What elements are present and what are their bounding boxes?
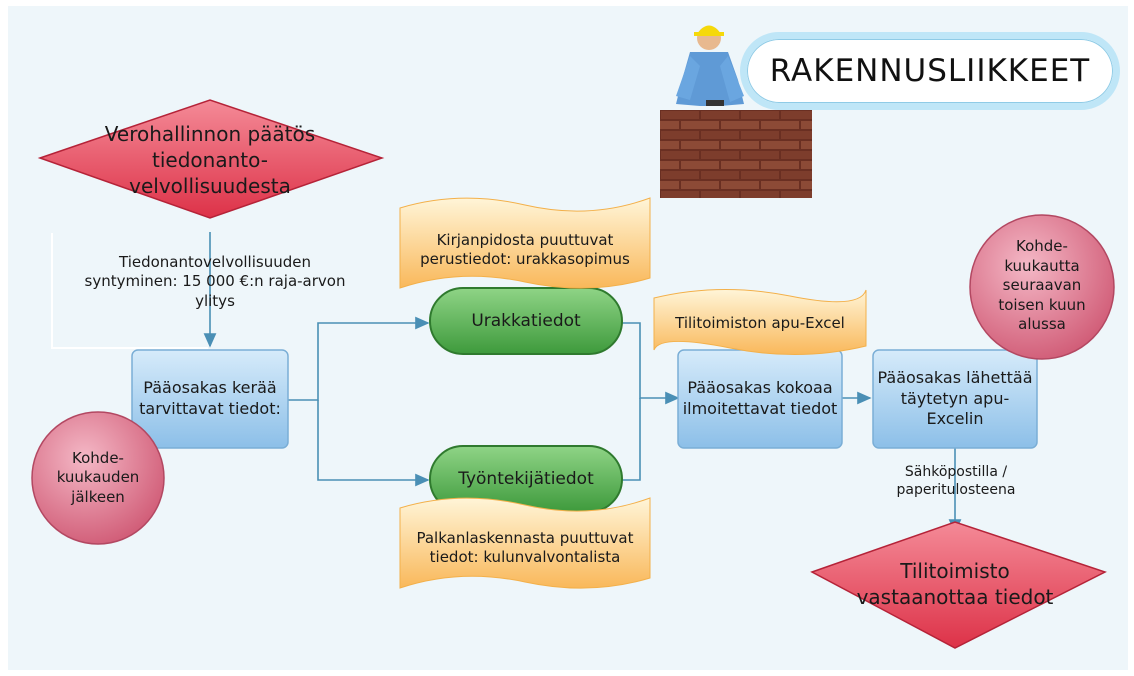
palkka-banner [399, 497, 651, 589]
kirjanpito-note: Kirjanpidosta puuttuvat perustiedot: ura… [420, 230, 630, 269]
threshold-label: Tiedonantovelvollisuuden syntyminen: 15 … [84, 252, 346, 310]
receive-diamond [810, 521, 1107, 649]
palkka-note: Palkanlaskennasta puuttuvat tiedot: kulu… [416, 528, 634, 567]
receive-label: Tilitoimisto vastaanottaa tiedot [856, 559, 1054, 609]
connector-tyontekija-compile [622, 398, 641, 481]
send-box [872, 349, 1038, 449]
collect-box [131, 349, 289, 449]
excel-note: Tilitoimiston apu-Excel [675, 314, 845, 333]
connector-collect-urakka [288, 316, 430, 401]
brick-wall-icon [660, 110, 812, 198]
tyontekija-label: Työntekijätiedot [458, 468, 594, 489]
connector-collect-tyontekija [317, 400, 430, 487]
after-month-label: Kohde- kuukauden jälkeen [56, 448, 140, 506]
construction-worker-icon [660, 25, 812, 198]
connector-urakka-compile [622, 322, 680, 405]
after-month-circle [31, 411, 165, 545]
excel-banner [653, 289, 867, 355]
send-method-label: Sähköpostilla / paperitulosteena [896, 463, 1016, 498]
vero-decision-label: Verohallinnon päätös tiedonanto- velvoll… [104, 122, 316, 198]
vero-decision-diamond [37, 99, 385, 219]
kirjanpito-banner [399, 197, 651, 289]
send-month-label: Kohde- kuukautta seuraavan toisen kuun a… [998, 237, 1086, 334]
send-month-circle [969, 214, 1115, 360]
connectors [203, 232, 962, 534]
send-label: Pääosakas lähettää täytetyn apu- Excelin [877, 367, 1033, 429]
page-title: RAKENNUSLIIKKEET [740, 32, 1120, 110]
compile-label: Pääosakas kokoaa ilmoitettavat tiedot [682, 378, 838, 418]
collect-label: Pääosakas kerää tarvittavat tiedot: [139, 378, 281, 418]
urakka-pill [429, 287, 623, 355]
threshold-bracket [51, 233, 208, 349]
urakka-label: Urakkatiedot [471, 310, 581, 331]
